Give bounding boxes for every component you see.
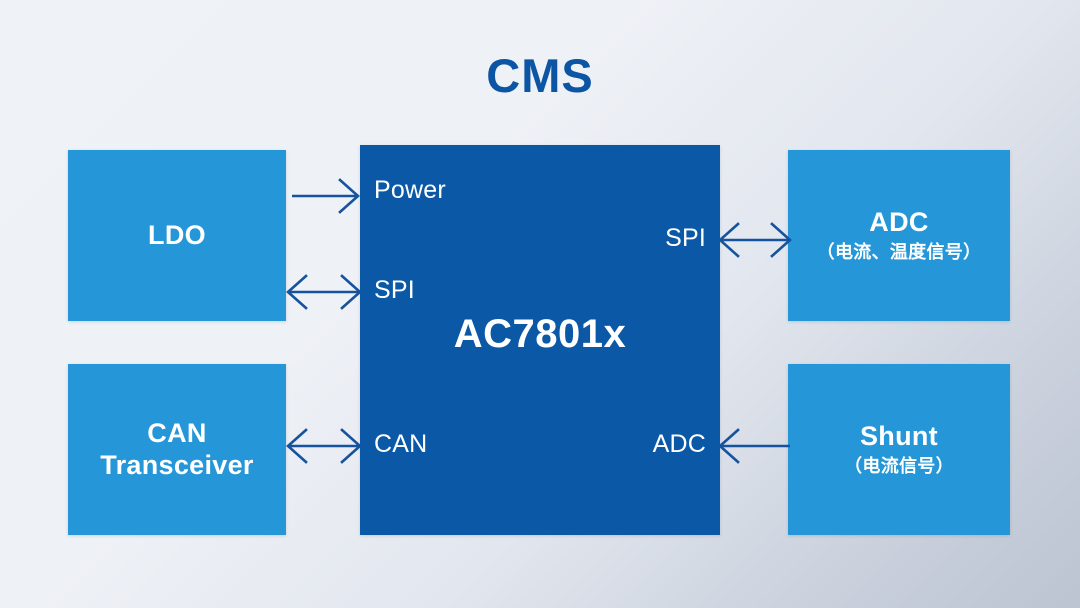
connector-can-transceiver-to-can-arrow-icon <box>286 426 362 466</box>
block-shunt-title: Shunt <box>860 420 938 451</box>
mcu-pin-power: Power <box>374 176 446 204</box>
mcu-part-number: AC7801x <box>453 312 627 356</box>
block-ldo-title: LDO <box>148 219 206 250</box>
page-title: CMS <box>486 49 594 102</box>
connector-shunt-to-adc-arrow-icon <box>718 426 792 466</box>
mcu-pin-adc-right: ADC <box>652 430 706 458</box>
mcu-pin-can: CAN <box>374 430 428 458</box>
block-mcu-ac7801x[interactable] <box>360 145 720 535</box>
block-adc[interactable]: ADC （电流、温度信号） <box>788 150 1010 321</box>
block-ldo[interactable]: LDO <box>68 150 286 321</box>
mcu-pin-spi-left: SPI <box>374 276 415 304</box>
block-shunt-subtitle: （电流信号） <box>844 455 954 476</box>
block-can-transceiver-title-line2: Transceiver <box>100 449 254 480</box>
connector-ldo-to-power-arrow-icon <box>292 176 362 216</box>
block-can-transceiver-title-line1: CAN <box>147 418 207 449</box>
block-adc-title: ADC <box>869 206 929 237</box>
connector-spi-to-adc-arrow-icon <box>718 220 792 260</box>
block-shunt[interactable]: Shunt （电流信号） <box>788 364 1010 535</box>
mcu-pin-spi-right: SPI <box>665 224 706 252</box>
block-can-transceiver[interactable]: CAN Transceiver <box>68 364 286 535</box>
connector-ldo-to-spi-arrow-icon <box>286 272 362 312</box>
block-adc-subtitle: （电流、温度信号） <box>816 241 982 262</box>
